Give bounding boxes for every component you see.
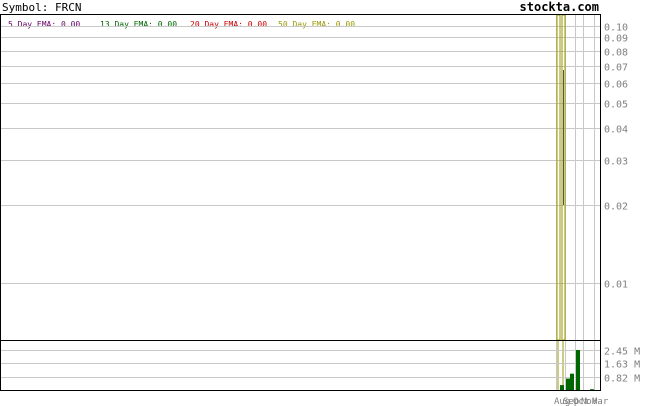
volume-panel-bars <box>560 349 594 391</box>
price-tick-label: 0.09 <box>604 34 628 45</box>
date-tick-label: Mar <box>592 397 609 406</box>
price-tick-label: 0.07 <box>604 63 628 74</box>
legend-item: 20 Day EMA: 0.00 <box>190 20 267 29</box>
volume-tick-label: 1.63 M <box>604 360 640 371</box>
volume-panel-frame <box>0 340 601 391</box>
ema-legend: 5 Day EMA: 0.00 13 Day EMA: 0.00 20 Day EM… <box>8 20 355 29</box>
price-panel-grid <box>1 15 600 340</box>
date-tick-label: Oct <box>573 397 589 406</box>
price-tick-label: 0.04 <box>604 125 628 136</box>
legend-item: 13 Day EMA: 0.00 <box>100 20 177 29</box>
date-tick-label: Aug <box>554 397 570 406</box>
price-tick-label: 0.08 <box>604 48 628 59</box>
price-tick-label: 0.03 <box>604 157 628 168</box>
site-watermark: stockta.com <box>520 0 599 14</box>
volume-axis-ticks: 0.82 M 1.63 M 2.45 M <box>604 347 640 385</box>
price-tick-label: 0.01 <box>604 280 628 291</box>
volume-panel-grid <box>1 341 600 390</box>
legend-item: 5 Day EMA: 0.00 <box>8 20 80 29</box>
volume-bar <box>590 389 594 391</box>
price-tick-label: 0.05 <box>604 100 628 111</box>
volume-bar <box>576 349 580 390</box>
legend-item: 50 Day EMA: 0.00 <box>278 20 355 29</box>
price-tick-label: 0.02 <box>604 202 628 213</box>
volume-tick-label: 2.45 M <box>604 347 640 358</box>
volume-bar <box>566 378 570 390</box>
price-tick-label: 0.10 <box>604 23 628 34</box>
volume-bar <box>570 373 574 390</box>
symbol-title: Symbol: FRCN <box>2 1 81 14</box>
volume-tick-label: 0.82 M <box>604 374 640 385</box>
price-axis-ticks: 0.100.09 0.08 0.07 0.06 0.05 0.04 0.03 0.02 0.01 <box>604 23 628 291</box>
date-tick-label: Sep <box>563 397 579 406</box>
volume-bar <box>560 385 564 390</box>
date-tick-label: Nov <box>581 397 597 406</box>
price-tick-label: 0.06 <box>604 80 628 91</box>
